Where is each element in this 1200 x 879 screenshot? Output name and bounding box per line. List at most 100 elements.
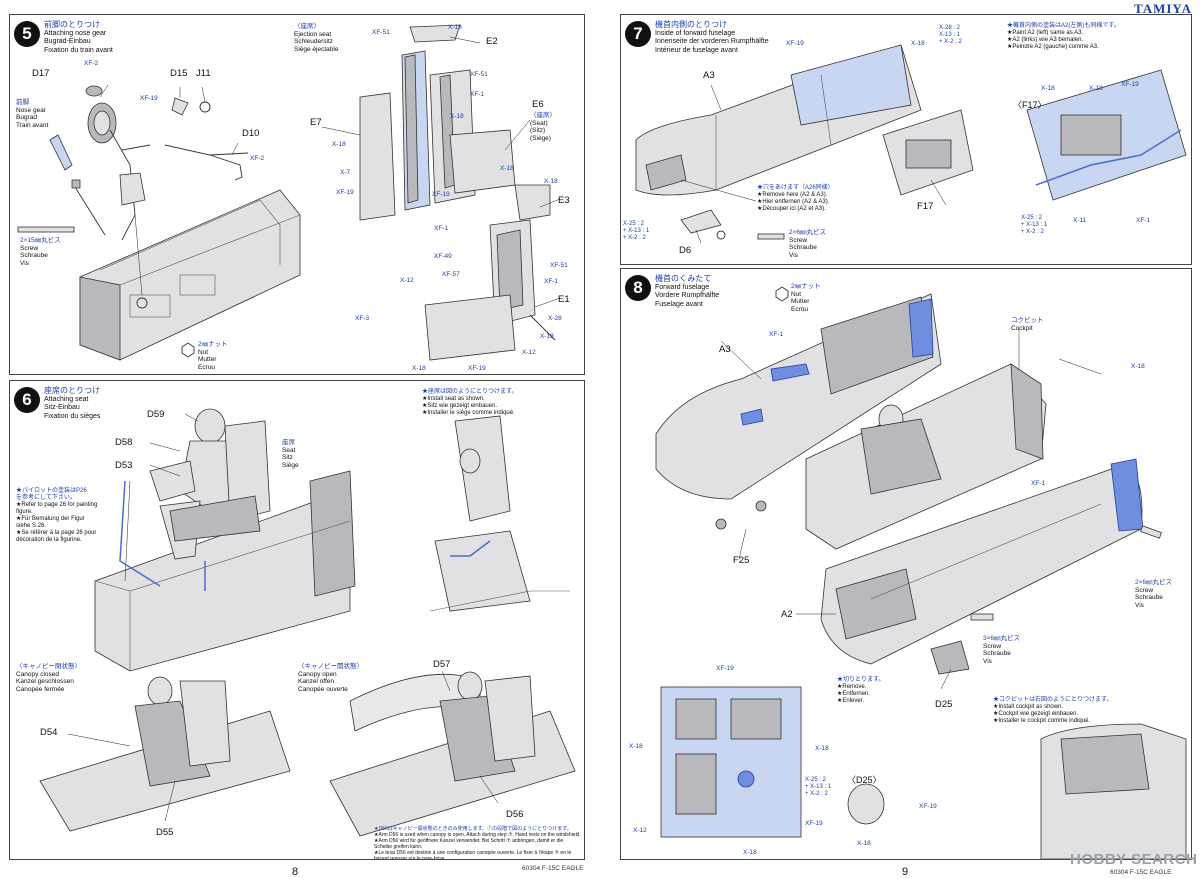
nose-gear-caption: 前脚 Nose gear Bugrad Train avant	[16, 99, 49, 129]
paint-code: XF-1	[434, 225, 449, 232]
right-page: TAMIYA 7 機首内側のとりつけ Inside of forward fus…	[600, 0, 1200, 879]
paint-code: XF-51	[372, 29, 390, 36]
paint-code: XF-19	[140, 95, 158, 102]
mix-top: X-28 : 2 X-13 : 1 + X-2 : 2	[939, 25, 962, 45]
seat-caption: 座席 Seat Sitz Siège	[282, 439, 299, 469]
step-title: 機首内側のとりつけ Inside of forward fuselage Inn…	[655, 20, 769, 54]
pilot-paint-note: ★パイロットの塗装はP26 を参考にして下さい。 ★Refer to page …	[16, 488, 98, 543]
mix-panel: X-25 : 2 + X-13 : 1 + X-2 : 2	[805, 777, 832, 797]
paint-code: X-18	[857, 840, 871, 847]
paint-code: XF-1	[1031, 480, 1046, 487]
step-number: 7	[625, 21, 651, 47]
part-a3-label: A3	[719, 344, 731, 355]
part-d53-label: D53	[115, 460, 133, 471]
screw-b-caption: 3×6㎜丸ビス Screw Schraube Vis	[983, 635, 1021, 665]
part-e1-label: E1	[558, 294, 570, 305]
paint-code: XF-19	[919, 803, 937, 810]
part-e2-label: E2	[486, 36, 498, 47]
part-d56-label: D56	[506, 809, 524, 820]
paint-code: XF-19	[1121, 81, 1139, 88]
part-d15-label: D15	[170, 68, 188, 79]
screw-a-caption: 2×6㎜丸ビス Screw Schraube Vis	[1135, 579, 1173, 609]
arm-d56-note: ★D56はキャノピー開状態のときのみ使用します。⑦の段階で図のようにとりつけます…	[374, 826, 581, 860]
step-title: 機首のくみたて Forward fuselage Vordere Rumpfhä…	[655, 274, 720, 308]
screw-caption: 2×15㎜丸ビス Screw Schraube Vis	[20, 237, 61, 267]
paint-code: XF-51	[470, 71, 488, 78]
paint-code: X-12	[633, 827, 647, 834]
part-j11-label: J11	[196, 68, 211, 79]
paint-code: XF-49	[434, 253, 452, 260]
footer-code: 60304 F-15C EAGLE	[1110, 869, 1172, 876]
step-6-illustration	[39, 408, 576, 837]
step-7-illustration	[635, 44, 1187, 244]
paint-code: X-18	[743, 849, 757, 856]
part-f25-label: F25	[733, 555, 750, 566]
part-d17-label: D17	[32, 68, 50, 79]
step-title: 前脚のとりつけ Attaching nose gear Bugrad-Einba…	[44, 20, 113, 54]
install-seat-note: ★座席は図のようにとりつけます。 ★Install seat as shown.…	[422, 389, 518, 416]
paint-code: XF-19	[468, 365, 486, 372]
paint-code: X-7	[340, 169, 351, 176]
step-number: 8	[625, 275, 651, 301]
paint-code: X-18	[540, 333, 554, 340]
paint-code: XF-2	[84, 60, 99, 67]
step-7-box: 7 機首内側のとりつけ Inside of forward fuselage I…	[620, 14, 1192, 265]
cockpit-caption: コクピット Cockpit	[1011, 317, 1044, 332]
step-5-illustration	[17, 24, 561, 361]
paint-code: X-28	[548, 315, 562, 322]
paint-code: X-18	[448, 24, 462, 31]
part-d59-label: D59	[147, 409, 165, 420]
paint-code: XF-57	[442, 271, 460, 278]
page-number: 9	[902, 866, 909, 878]
watermark: HOBBY SEARCH	[1070, 851, 1198, 868]
part-e3-label: E3	[558, 195, 570, 206]
cockpit-install-note: ★コクピットは右図のようにとりつけます。 ★Install cockpit as…	[993, 697, 1113, 724]
mix-right: X-25 : 2 + X-13 : 1 + X-2 : 2	[1021, 215, 1048, 235]
paint-code: X-18	[1089, 85, 1103, 92]
paint-code: X-18	[911, 40, 925, 47]
part-e7-label: E7	[310, 117, 322, 128]
paint-code: X-18	[450, 113, 464, 120]
part-d25-label: D25	[935, 699, 953, 710]
paint-code: X-18	[815, 745, 829, 752]
paint-code: XF-19	[786, 40, 804, 47]
remove-here-note: ★穴をあけます（A26同様） ★Remove here (A2 & A3). ★…	[757, 185, 834, 212]
page-number: 8	[292, 866, 299, 878]
canopy-closed-caption: 〈キャノピー閉状態〉 Canopy closed Kanzel geschlos…	[16, 663, 81, 693]
part-a2-label: A2	[781, 609, 793, 620]
brand-logo: TAMIYA	[1134, 1, 1193, 16]
canopy-open-caption: 〈キャノピー開状態〉 Canopy open Kanzel offen Cano…	[298, 663, 363, 693]
part-d6-label: D6	[679, 245, 692, 256]
step-5-box: 5 前脚のとりつけ Attaching nose gear Bugrad-Ein…	[9, 14, 585, 375]
cut-note: ★切りとります。 ★Remove. ★Entfernen. ★Enlever.	[837, 677, 885, 704]
ejection-seat-caption: 〈座席〉 Ejection seat Schleudersitz Siège é…	[294, 23, 339, 53]
paint-code: XF-19	[432, 191, 450, 198]
f17-detail-label: 〈F17〉	[1013, 100, 1047, 110]
part-d58-label: D58	[115, 437, 133, 448]
paint-code: XF-1	[544, 278, 559, 285]
step-6-box: 6 座席のとりつけ Attaching seat Sitz-Einbau Fix…	[9, 380, 585, 860]
paint-code: XF-1	[769, 331, 784, 338]
paint-code: X-12	[400, 277, 414, 284]
paint-code: XF-19	[805, 820, 823, 827]
part-d55-label: D55	[156, 827, 174, 838]
screw-caption: 2×6㎜丸ビス Screw Schraube Vis	[789, 229, 827, 259]
step-number: 6	[14, 387, 40, 413]
left-page: 5 前脚のとりつけ Attaching nose gear Bugrad-Ein…	[9, 14, 585, 878]
d25-detail-label: 〈D25〉	[847, 775, 882, 785]
paint-code: X-18	[544, 178, 558, 185]
mix-left: X-25 : 2 + X-13 : 1 + X-2 : 2	[623, 221, 650, 241]
step-title: 座席のとりつけ Attaching seat Sitz-Einbau Fixat…	[44, 386, 101, 420]
paint-code: X-18	[629, 743, 643, 750]
paint-code: XF-2	[250, 155, 265, 162]
part-f17-label: F17	[917, 201, 934, 212]
paint-code: X-18	[1131, 363, 1145, 370]
part-d10-label: D10	[242, 128, 260, 139]
paint-code: X-18	[1041, 85, 1055, 92]
nut-caption: 2㎜ナット Nut Mutter Ecrou	[791, 283, 821, 313]
paint-code: XF-3	[355, 315, 370, 322]
paint-code: X-18	[500, 165, 514, 172]
part-a3-label: A3	[703, 70, 715, 81]
seat-sub-caption: 〈座席〉 (Seat) (Sitz) (Siège)	[530, 112, 556, 142]
part-d54-label: D54	[40, 727, 58, 738]
